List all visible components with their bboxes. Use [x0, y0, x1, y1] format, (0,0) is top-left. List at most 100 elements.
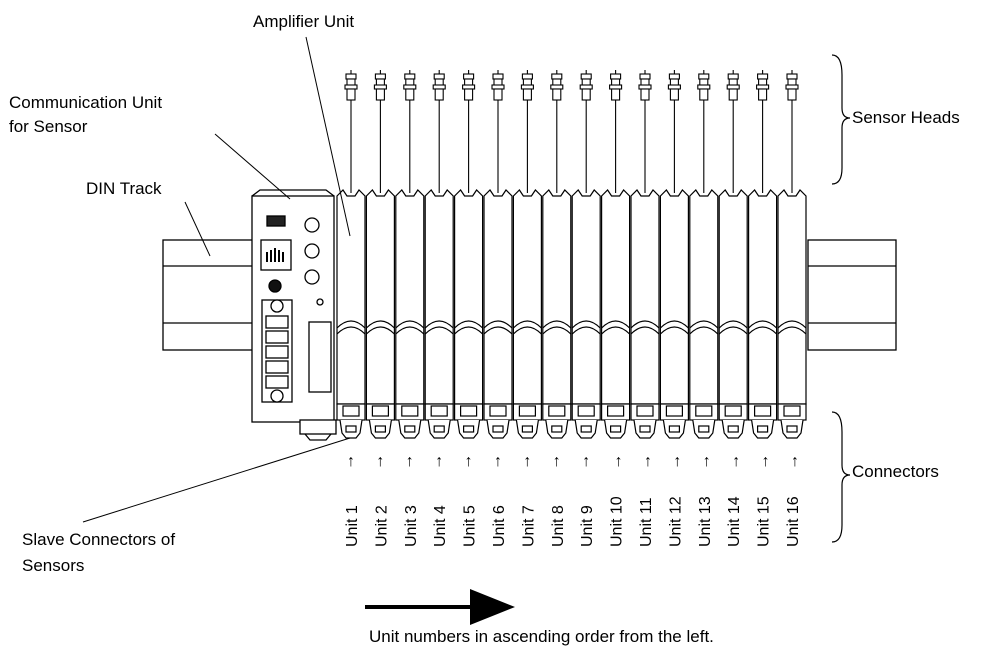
sensor-head-nut	[785, 84, 799, 90]
amplifier-body	[748, 189, 778, 405]
sensor-head-cap	[786, 73, 798, 80]
sensor-head	[432, 70, 446, 193]
sensor-head-base	[581, 88, 591, 101]
sensor-head-base	[552, 88, 562, 101]
connector-tab	[668, 425, 681, 433]
terminal-screw-bottom	[270, 389, 284, 403]
unit-label-group: ↑Unit 7	[520, 453, 537, 547]
amplifier-cover-curve	[748, 320, 778, 329]
unit-arrow: ↑	[523, 453, 531, 470]
unit-arrow: ↑	[347, 453, 355, 470]
amplifier-unit	[718, 189, 748, 439]
sensor-heads	[344, 70, 799, 193]
unit-label: Unit 11	[638, 497, 655, 547]
sensor-head	[638, 70, 652, 193]
terminal-slot-2	[265, 330, 289, 344]
sensor-head-nut	[520, 84, 534, 90]
sensor-head-nut	[726, 84, 740, 90]
unit-arrow: ↑	[791, 453, 799, 470]
sensor-head-base	[640, 88, 650, 101]
connector-tab	[492, 425, 504, 433]
amplifier-body	[336, 189, 366, 405]
connector-tab	[756, 425, 769, 433]
unit-label-group: ↑Unit 15	[756, 453, 773, 547]
connector-tab	[698, 425, 710, 433]
amplifier-unit	[512, 189, 543, 439]
terminal-slot-1	[265, 315, 289, 329]
sensor-head-nut	[491, 84, 505, 90]
sensor-head-base	[375, 88, 385, 101]
sensor-head	[403, 70, 417, 193]
connector-slot	[548, 405, 566, 417]
unit-arrow: ↑	[435, 453, 443, 470]
unit-arrow: ↑	[553, 453, 561, 470]
amplifier-cover-curve	[483, 320, 513, 329]
amplifier-unit	[483, 189, 513, 439]
amplifier-unit	[600, 189, 631, 439]
amplifier-body	[718, 189, 748, 405]
communication-unit	[251, 189, 337, 441]
unit-label-group: ↑Unit 14	[726, 453, 743, 547]
unit-label: Unit 5	[462, 505, 479, 547]
indicator-icon	[268, 279, 282, 293]
unit-label: Unit 12	[667, 496, 684, 547]
sensor-head	[579, 70, 593, 193]
amplifier-unit	[365, 189, 395, 439]
unit-label-group: ↑Unit 3	[403, 453, 420, 547]
unit-label: Unit 2	[373, 505, 390, 547]
sensor-head	[726, 70, 740, 193]
connector-slot	[518, 405, 537, 417]
rotary-switch-icon-3	[304, 269, 320, 285]
unit-arrow: ↑	[406, 453, 414, 470]
unit-arrow: ↑	[494, 453, 502, 470]
unit-label: Unit 9	[579, 505, 596, 547]
amplifier-unit	[395, 189, 425, 439]
amplifier-cover-curve	[454, 326, 484, 335]
amplifier-unit	[542, 189, 572, 439]
amplifier-cover-curve	[542, 320, 572, 329]
din-track-leader	[184, 201, 211, 257]
sensor-head-cap	[374, 73, 386, 80]
comm-unit-foot	[299, 419, 337, 435]
amplifier-unit	[571, 189, 601, 439]
sensor-head-cap	[463, 73, 475, 80]
amplifier-cover-curve	[542, 326, 572, 335]
sensor-head-nut	[373, 84, 387, 90]
sensor-head-cap	[580, 73, 592, 80]
connector-slot	[342, 405, 360, 417]
communication-unit-leader	[214, 133, 291, 200]
unit-arrow: ↑	[673, 453, 681, 470]
amplifier-cover-curve	[689, 326, 719, 335]
side-panel	[308, 321, 332, 393]
connector-tab	[521, 425, 534, 433]
din-track	[162, 239, 897, 351]
unit-label-group: ↑Unit 1	[344, 453, 361, 547]
rj-connector-pins	[266, 248, 284, 262]
amplifier-cover-curve	[718, 326, 748, 335]
connectors-label: Connectors	[852, 462, 939, 481]
small-led-icon	[316, 298, 324, 306]
sensor-head-base	[522, 88, 532, 101]
sensor-head-cap	[492, 73, 504, 80]
sensor-head	[550, 70, 564, 193]
connector-slot	[665, 405, 684, 417]
unit-arrow: ↑	[615, 453, 623, 470]
unit-label-group: ↑Unit 16	[785, 453, 802, 547]
rotary-switch-icon-1	[304, 217, 320, 233]
amplifier-cover-curve	[659, 320, 689, 329]
slave-connectors-label-line1: Slave Connectors of	[22, 530, 176, 549]
sensor-head-nut	[432, 84, 446, 90]
sensor-head-base	[493, 88, 503, 101]
unit-arrow: ↑	[732, 453, 740, 470]
sensor-head-cap	[639, 73, 651, 80]
connector-tab	[609, 425, 622, 433]
connector-tab	[551, 425, 563, 433]
amplifier-unit	[454, 189, 484, 439]
sensor-head-cap	[610, 73, 622, 80]
sensor-head-nut	[756, 84, 770, 90]
big-arrow-head	[470, 589, 515, 625]
amplifier-body	[571, 189, 601, 405]
sensor-head-base	[669, 88, 679, 101]
amplifier-unit	[777, 189, 807, 439]
